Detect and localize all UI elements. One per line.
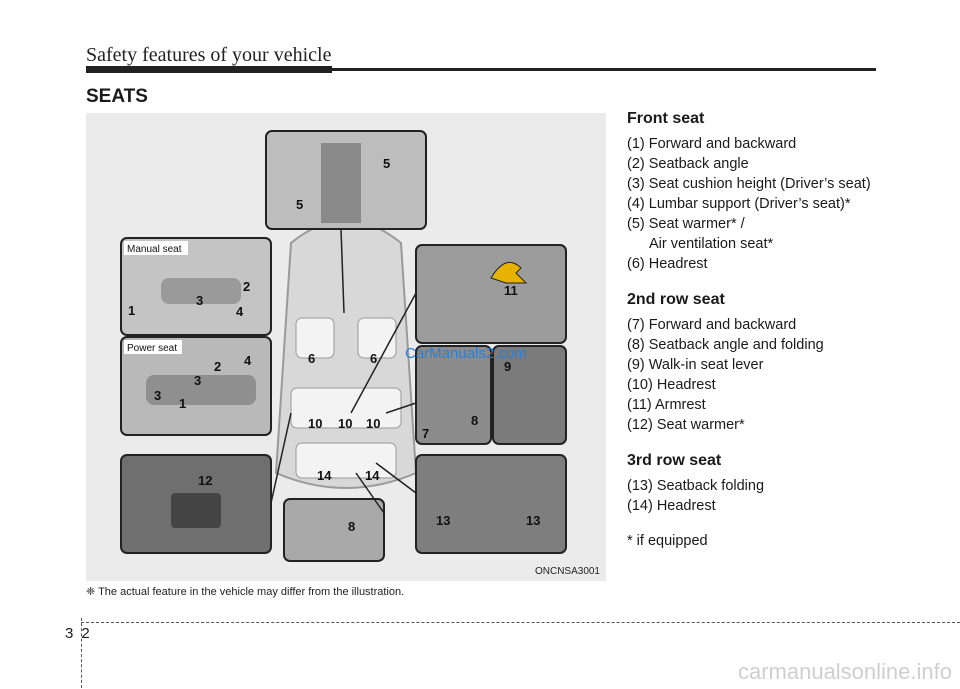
- second-row-title: 2nd row seat: [627, 291, 725, 308]
- callout-14-left: 14: [317, 468, 332, 483]
- chapter-number: 3: [65, 625, 82, 642]
- manual-seat-label-bg: [124, 241, 188, 255]
- callout-8-rail: 8: [471, 413, 478, 428]
- callout-5-top: 5: [383, 156, 390, 171]
- list-item: (2) Seatback angle: [627, 156, 749, 172]
- callout-10-mid: 10: [338, 416, 352, 431]
- callout-1-power: 1: [179, 396, 186, 411]
- list-item: (6) Headrest: [627, 256, 708, 272]
- callout-13-right: 13: [526, 513, 540, 528]
- callout-3-power-b: 3: [194, 373, 201, 388]
- callout-9: 9: [504, 359, 511, 374]
- illustration-note: ❈ The actual feature in the vehicle may …: [86, 586, 405, 598]
- list-item-continued: Air ventilation seat*: [649, 236, 774, 252]
- list-item: (12) Seat warmer*: [627, 417, 745, 433]
- illustration-code: ONCNSA3001: [534, 566, 600, 577]
- list-item: (8) Seatback angle and folding: [627, 337, 824, 353]
- callout-2-power: 2: [214, 359, 221, 374]
- list-item: (4) Lumbar support (Driver’s seat)*: [627, 196, 851, 212]
- third-row-group: 3rd row seat (13) Seatback folding (14) …: [627, 452, 897, 514]
- header-rule-accent: [86, 66, 332, 73]
- seat-illustration: Manual seat Power seat 5: [86, 113, 606, 581]
- power-seat-label-bg: [124, 340, 182, 354]
- list-item: (14) Headrest: [627, 498, 716, 514]
- walk-in-lever-panel: [492, 345, 567, 445]
- seat-feature-list: Front seat (1) Forward and backward (2) …: [627, 110, 897, 549]
- footnote: * if equipped: [627, 533, 708, 549]
- callout-3-manual: 3: [196, 293, 203, 308]
- seatback-lever-panel: [283, 498, 385, 562]
- callout-2-manual: 2: [243, 279, 250, 294]
- callout-3-power-a: 3: [154, 388, 161, 403]
- third-row-seat: [295, 442, 397, 479]
- callout-6-left: 6: [308, 351, 315, 366]
- list-item: (10) Headrest: [627, 377, 716, 393]
- front-left-seat: [295, 317, 335, 359]
- power-seat-switches: [146, 375, 256, 405]
- armrest-panel: [415, 244, 567, 344]
- callout-10-left: 10: [308, 416, 322, 431]
- front-seat-group: Front seat (1) Forward and backward (2) …: [627, 110, 897, 272]
- third-row-title: 3rd row seat: [627, 452, 722, 469]
- watermark-logo: CarManuals2.com: [405, 345, 527, 362]
- page-number: 32: [65, 625, 98, 642]
- callout-12: 12: [198, 473, 212, 488]
- footer-watermark: carmanualsonline.info: [737, 659, 952, 684]
- page-index: 2: [81, 625, 98, 642]
- callout-8-lever: 8: [348, 519, 355, 534]
- list-item: (11) Armrest: [627, 397, 706, 413]
- armrest-arrow: [490, 261, 528, 284]
- second-row-group: 2nd row seat (7) Forward and backward (8…: [627, 291, 897, 433]
- footer-divider: [81, 618, 83, 688]
- list-item: (7) Forward and backward: [627, 317, 797, 333]
- third-row-panel: [415, 454, 567, 554]
- section-title: SEATS: [86, 86, 148, 107]
- callout-5-bottom: 5: [296, 197, 303, 212]
- list-item: (3) Seat cushion height (Driver’s seat): [627, 176, 871, 192]
- gear-shifter: [321, 143, 361, 223]
- header-title: Safety features of your vehicle: [86, 44, 332, 66]
- callout-1-manual: 1: [128, 303, 135, 318]
- callout-14-right: 14: [365, 468, 380, 483]
- callout-13-left: 13: [436, 513, 450, 528]
- callout-4-manual: 4: [236, 304, 244, 319]
- callout-11: 11: [504, 283, 518, 298]
- manual-seat-cushion: [161, 278, 241, 304]
- list-item: (9) Walk-in seat lever: [627, 357, 764, 373]
- list-item: (13) Seatback folding: [627, 478, 765, 494]
- list-item: (5) Seat warmer* /: [627, 216, 745, 232]
- callout-7: 7: [422, 426, 429, 441]
- second-row-rail-panel: [415, 345, 492, 445]
- warmer-switch: [171, 493, 221, 528]
- footer-rule: [81, 622, 960, 624]
- seat-diagram: Manual seat Power seat 5: [120, 130, 567, 562]
- front-seat-title: Front seat: [627, 110, 705, 127]
- callout-10-right: 10: [366, 416, 380, 431]
- power-seat-label: Power seat: [127, 343, 177, 354]
- header-rule: [86, 68, 876, 71]
- callout-6-right: 6: [370, 351, 377, 366]
- callout-lines: [270, 228, 417, 514]
- callout-4-power: 4: [244, 353, 252, 368]
- manual-seat-label: Manual seat: [127, 244, 182, 255]
- list-item: (1) Forward and backward: [627, 136, 797, 152]
